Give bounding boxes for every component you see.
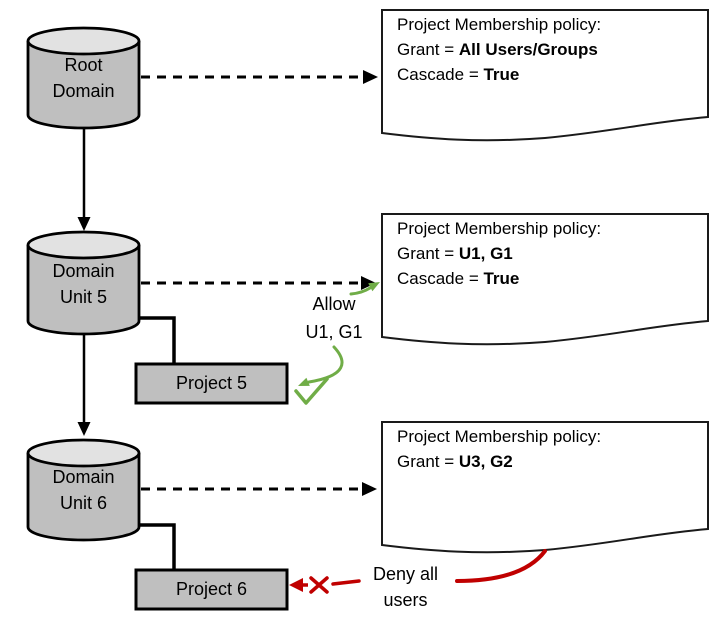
deny-x-icon xyxy=(309,576,329,594)
deny-curve-from-policy xyxy=(455,549,547,583)
root-domain-cylinder xyxy=(26,26,141,130)
allow-arrow-to-project5 xyxy=(298,345,344,386)
policy-root-grant: Grant = All Users/Groups xyxy=(397,40,598,59)
policy-doc-unit5 xyxy=(381,213,709,346)
root-domain-label-line1: Root xyxy=(64,55,103,75)
domain-unit6-cylinder-top xyxy=(26,438,141,468)
connector-unit6-project6 xyxy=(139,523,176,570)
allow-note-line1: Allow xyxy=(312,294,356,314)
policy-text-unit6: Project Membership policy: Grant = U3, G… xyxy=(397,424,697,474)
dashed-arrow-unit6-policy xyxy=(141,482,377,496)
project5-label: Project 5 xyxy=(175,373,248,393)
deny-note-line1: Deny all xyxy=(372,564,439,584)
policy-unit5-grant: Grant = U1, G1 xyxy=(397,244,513,263)
allow-checkmark-icon xyxy=(294,377,329,405)
dashed-arrow-root-policy xyxy=(141,70,378,84)
domain-unit6-label-line1: Domain xyxy=(52,467,115,487)
root-domain-cylinder-top xyxy=(26,26,141,56)
domain-unit5-cylinder xyxy=(26,230,141,336)
policy-unit5-title: Project Membership policy: xyxy=(397,219,602,238)
deny-arrow-to-project6 xyxy=(289,578,308,592)
domain-unit5-label: Domain Unit 5 xyxy=(28,234,139,334)
policy-unit5-cascade: Cascade = True xyxy=(397,269,520,288)
policy-root-cascade-value: True xyxy=(483,65,520,84)
policy-root-grant-value: All Users/Groups xyxy=(458,40,598,59)
allow-arrow-to-policy xyxy=(349,282,380,296)
policy-unit5-cascade-value: True xyxy=(483,269,520,288)
domain-unit6-label: Domain Unit 6 xyxy=(28,440,139,540)
project6-label: Project 6 xyxy=(175,579,248,599)
domain-unit5-label-line2: Unit 5 xyxy=(59,287,108,307)
dashed-arrow-unit5-policy xyxy=(141,276,376,290)
policy-unit6-title: Project Membership policy: xyxy=(397,427,602,446)
domain-unit5-label-line1: Domain xyxy=(52,261,115,281)
policy-text-unit5: Project Membership policy: Grant = U1, G… xyxy=(397,216,697,291)
domain-unit6-label-line2: Unit 6 xyxy=(59,493,108,513)
root-domain-label: Root Domain xyxy=(28,28,139,128)
policy-unit6-grant: Grant = U3, G2 xyxy=(397,452,513,471)
policy-root-cascade: Cascade = True xyxy=(397,65,520,84)
domain-unit6-cylinder xyxy=(26,438,141,542)
allow-note-line2: U1, G1 xyxy=(305,322,363,342)
project6-box xyxy=(134,568,289,611)
deny-line-segment xyxy=(331,579,361,586)
deny-note: Deny all users xyxy=(358,561,453,613)
policy-doc-root xyxy=(381,9,709,142)
root-domain-label-line2: Domain xyxy=(52,81,115,101)
policy-unit6-grant-value: U3, G2 xyxy=(458,452,513,471)
arrow-unit5-to-unit6 xyxy=(77,335,91,436)
allow-note: Allow U1, G1 xyxy=(288,290,380,346)
project5-box xyxy=(134,362,289,405)
deny-note-line2: users xyxy=(383,590,428,610)
arrow-root-to-unit5 xyxy=(77,129,91,231)
connector-unit5-project5 xyxy=(139,316,176,364)
policy-root-title: Project Membership policy: xyxy=(397,15,602,34)
domain-unit5-cylinder-top xyxy=(26,230,141,260)
policy-text-root: Project Membership policy: Grant = All U… xyxy=(397,12,697,87)
policy-unit5-grant-value: U1, G1 xyxy=(458,244,513,263)
